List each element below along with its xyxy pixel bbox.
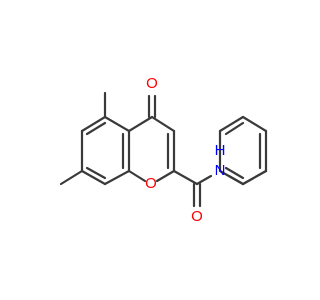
bond-pyranone-4: [155, 169, 176, 183]
carbonyl-oxygen-label: O: [146, 75, 158, 92]
bond-phenyl-3: [218, 115, 245, 133]
bond-phenyl-5: [218, 169, 245, 186]
structure-canvas: O O O N H: [59, 74, 268, 225]
ring-oxygen-label: O: [145, 175, 157, 192]
bond-pyranone-5: [127, 169, 147, 183]
bond-phenyl-5-inner: [224, 166, 245, 180]
amide-nitrogen-label: N: [215, 162, 226, 179]
bond-amide-carbon: [172, 169, 199, 186]
bond-phenyl-2: [241, 115, 268, 133]
bond-phenyl-3-inner: [224, 121, 245, 136]
bond-amide-nitrogen: [195, 174, 213, 186]
bond-benzo-1-inner: [85, 121, 107, 136]
molecule-drawing: O O O N H: [59, 75, 268, 225]
amide-oxygen-label: O: [191, 208, 203, 225]
bond-benzo-1: [80, 115, 107, 133]
bond-pyranone-2: [150, 115, 176, 133]
bond-benzo-3: [80, 169, 107, 186]
bond-benzo-6: [103, 115, 131, 133]
bond-methyl-lower: [59, 169, 84, 186]
bond-pyranone-1: [127, 115, 154, 133]
bond-benzo-4: [103, 169, 131, 186]
bond-phenyl-6: [241, 169, 268, 186]
amide-hydrogen-label: H: [215, 142, 226, 159]
bond-benzo-3-inner: [85, 166, 107, 180]
